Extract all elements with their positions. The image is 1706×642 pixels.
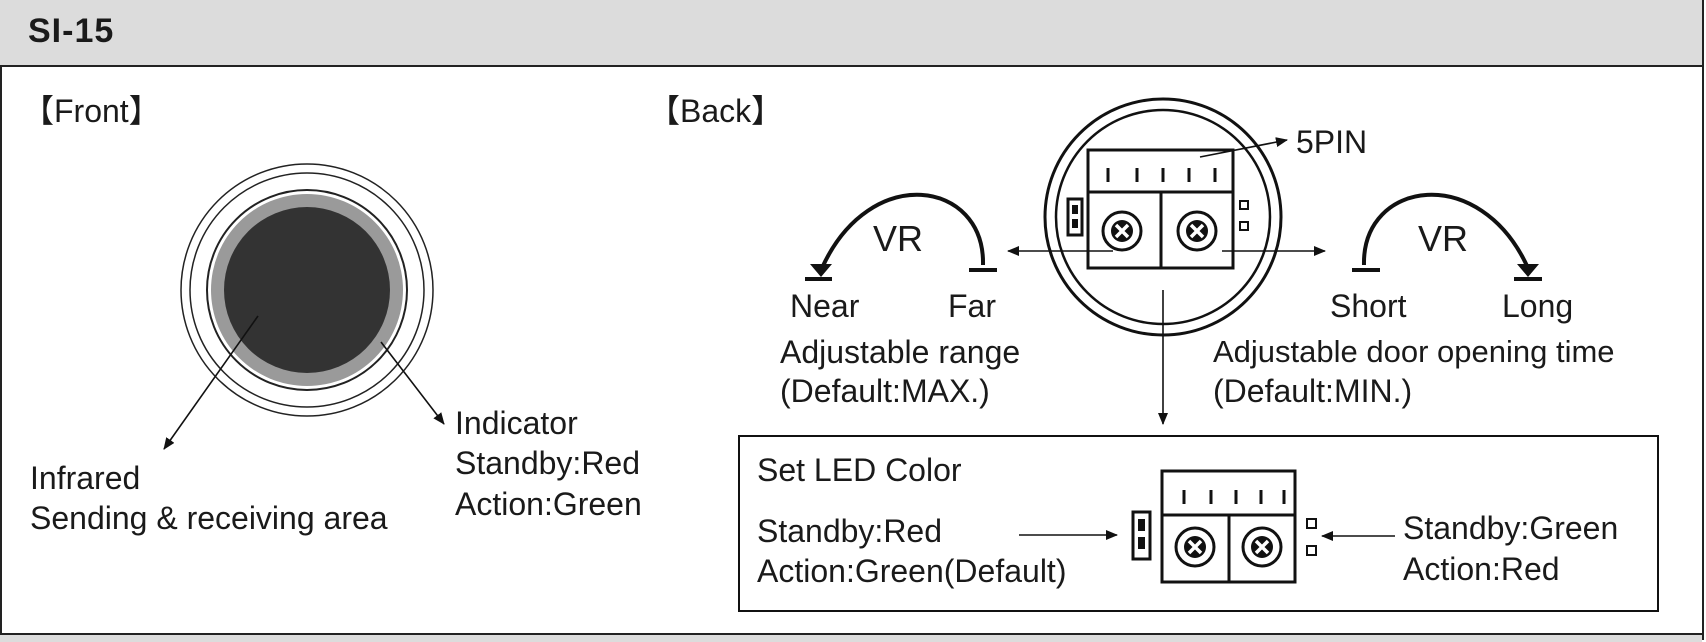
indicator-label-line2: Standby:Red bbox=[455, 445, 641, 481]
led-terminal-block bbox=[1131, 469, 1317, 584]
time-dial-icon bbox=[1352, 192, 1542, 281]
led-left-line2: Action:Green(Default) bbox=[757, 553, 1067, 589]
back-pad-top bbox=[1239, 200, 1249, 210]
time-vr-label: VR bbox=[1418, 218, 1469, 259]
back-label: 【Back】 bbox=[648, 93, 784, 129]
pin-pointer-arrow bbox=[1199, 137, 1288, 158]
led-screw-left-icon bbox=[1174, 526, 1216, 568]
range-caption-line1: Adjustable range bbox=[780, 334, 1021, 370]
footer-bar bbox=[0, 633, 1702, 642]
header-bar: SI-15 bbox=[0, 0, 1702, 67]
time-short-label: Short bbox=[1330, 288, 1407, 324]
led-box-border bbox=[738, 435, 1659, 612]
led-screw-right-icon bbox=[1241, 526, 1283, 568]
led-left-line1: Standby:Red bbox=[757, 513, 943, 549]
time-long-label: Long bbox=[1502, 288, 1574, 324]
time-caption-line2: (Default:MIN.) bbox=[1213, 373, 1413, 409]
front-label: 【Front】 bbox=[22, 93, 161, 129]
time-screw-icon bbox=[1176, 210, 1218, 252]
pin-label: 5PIN bbox=[1296, 124, 1368, 160]
range-far-label: Far bbox=[948, 288, 996, 324]
led-jumper-left bbox=[1131, 510, 1152, 561]
range-near-label: Near bbox=[790, 288, 860, 324]
front-sensor bbox=[180, 163, 434, 417]
infrared-pointer-arrow bbox=[163, 315, 259, 450]
infrared-lens bbox=[224, 207, 390, 373]
range-screw-icon bbox=[1101, 210, 1143, 252]
range-vr-label: VR bbox=[873, 218, 924, 259]
range-caption-line2: (Default:MAX.) bbox=[780, 373, 990, 409]
led-right-line1: Standby:Green bbox=[1403, 510, 1619, 546]
led-right-line2: Action:Red bbox=[1403, 551, 1560, 587]
infrared-label-line1: Infrared bbox=[30, 460, 141, 496]
indicator-label-line1: Indicator bbox=[455, 405, 578, 441]
indicator-pointer-arrow bbox=[380, 341, 445, 425]
infrared-label-line2: Sending & receiving area bbox=[30, 500, 388, 536]
back-sensor bbox=[1043, 97, 1283, 337]
back-jumper-left bbox=[1066, 197, 1084, 237]
time-caption-line1: Adjustable door opening time bbox=[1213, 334, 1615, 369]
indicator-label-line3: Action:Green bbox=[455, 486, 642, 522]
page-title: SI-15 bbox=[28, 12, 115, 50]
back-pin-marks bbox=[1106, 168, 1217, 182]
range-dial-icon bbox=[805, 192, 997, 281]
led-pad-top bbox=[1306, 518, 1317, 529]
led-pad-bottom bbox=[1306, 545, 1317, 556]
back-pad-bottom bbox=[1239, 221, 1249, 231]
led-box-title: Set LED Color bbox=[757, 452, 962, 488]
